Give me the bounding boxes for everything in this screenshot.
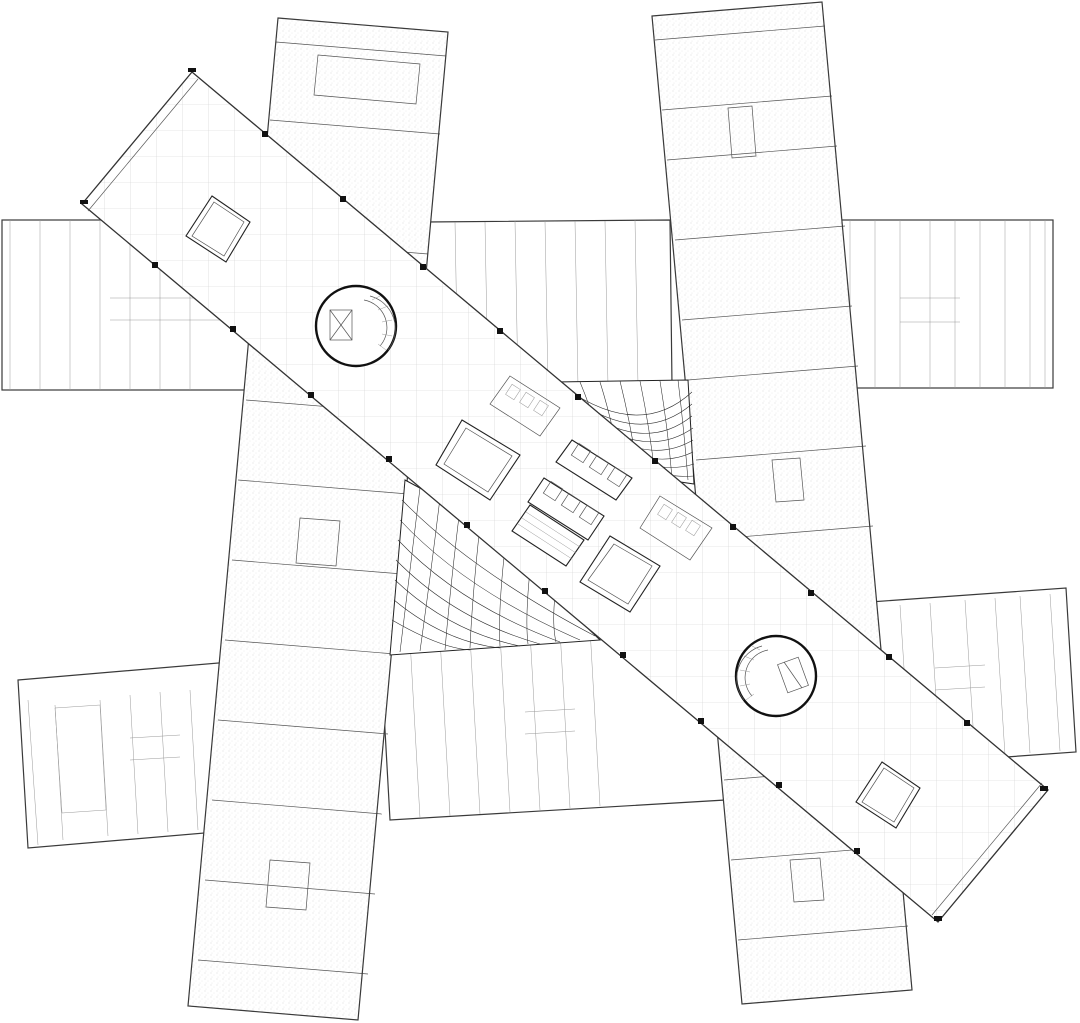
diagonal-main-slab — [80, 68, 1049, 923]
central-core — [435, 375, 713, 613]
lattice-atrium-west — [389, 479, 602, 656]
core-room-south — [855, 761, 921, 829]
spiral-stair-north — [314, 284, 398, 368]
spiral-stair-south — [734, 634, 818, 718]
core-room-north — [185, 195, 251, 263]
right-horizontal-wing — [819, 219, 1054, 389]
